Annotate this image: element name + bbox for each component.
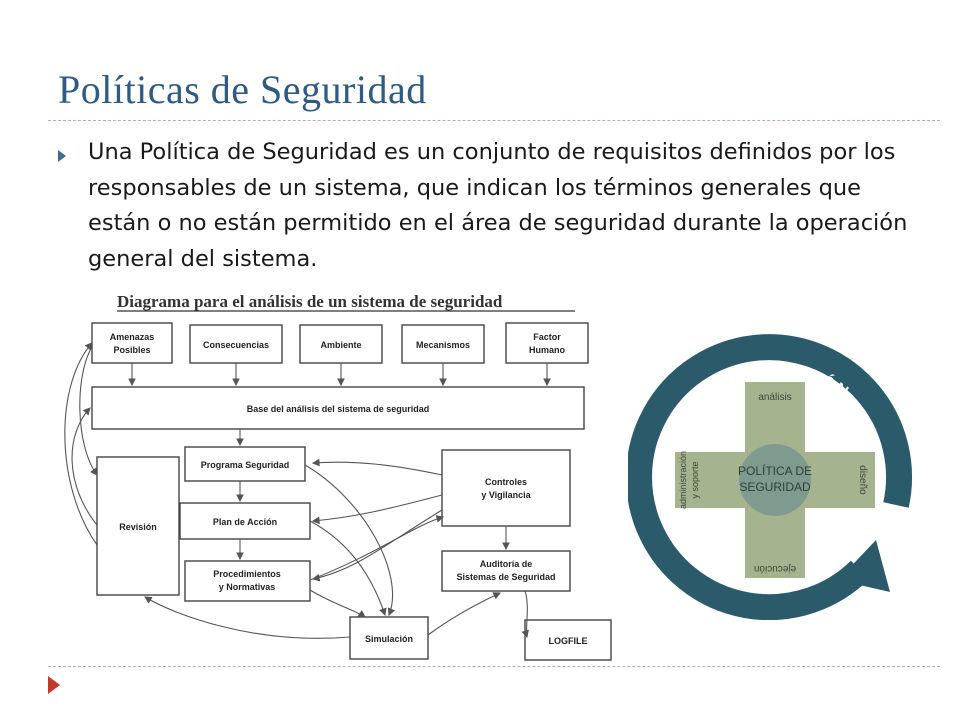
title-divider bbox=[48, 120, 940, 121]
svg-text:Mecanismos: Mecanismos bbox=[416, 340, 470, 350]
svg-text:Base del análisis del sistema: Base del análisis del sistema de segurid… bbox=[247, 404, 430, 414]
footer-divider bbox=[48, 666, 940, 667]
svg-text:Consecuencias: Consecuencias bbox=[203, 340, 269, 350]
box-factor-humano: Factor Humano bbox=[505, 322, 589, 364]
center-label-1: POLÍTICA DE bbox=[738, 463, 812, 478]
box-procedimientos: Procedimientos y Normativas bbox=[184, 560, 311, 602]
svg-text:Simulación: Simulación bbox=[365, 634, 413, 644]
svg-text:Humano: Humano bbox=[529, 345, 566, 355]
box-consecuencias: Consecuencias bbox=[189, 324, 283, 364]
footer-arrow-icon bbox=[48, 676, 60, 694]
svg-text:Controles: Controles bbox=[485, 477, 527, 487]
svg-text:y Vigilancia: y Vigilancia bbox=[481, 490, 531, 500]
bullet-triangle-icon bbox=[58, 150, 66, 162]
svg-text:Programa Seguridad: Programa Seguridad bbox=[201, 460, 290, 470]
box-simulacion: Simulación bbox=[349, 616, 429, 660]
svg-text:Posibles: Posibles bbox=[113, 345, 150, 355]
cross-right-label: diseño bbox=[857, 465, 868, 495]
svg-text:Ambiente: Ambiente bbox=[320, 340, 361, 350]
box-ambiente: Ambiente bbox=[299, 324, 383, 364]
cross-left-label-1: administración bbox=[678, 451, 688, 509]
svg-text:Auditoría de: Auditoría de bbox=[480, 559, 533, 569]
svg-text:Plan de Acción: Plan de Acción bbox=[213, 517, 277, 527]
box-mecanismos: Mecanismos bbox=[401, 324, 485, 364]
svg-text:Amenazas: Amenazas bbox=[110, 332, 155, 342]
box-programa-seguridad: Programa Seguridad bbox=[184, 446, 306, 482]
svg-text:LOGFILE: LOGFILE bbox=[549, 636, 588, 646]
svg-text:Revisión: Revisión bbox=[119, 522, 157, 532]
box-auditoria: Auditoría de Sistemas de Seguridad bbox=[441, 550, 571, 592]
box-plan-accion: Plan de Acción bbox=[179, 502, 311, 540]
cross-top-label: análisis bbox=[758, 392, 791, 403]
svg-text:Factor: Factor bbox=[533, 332, 561, 342]
cross-left-label-2: y soporte bbox=[690, 461, 700, 498]
box-base-analisis: Base del análisis del sistema de segurid… bbox=[91, 386, 585, 430]
box-revision: Revisión bbox=[96, 456, 180, 596]
svg-text:y Normativas: y Normativas bbox=[219, 582, 276, 592]
box-amenazas: Amenazas Posibles bbox=[91, 322, 173, 364]
svg-text:Procedimientos: Procedimientos bbox=[213, 569, 281, 579]
slide-title: Políticas de Seguridad bbox=[58, 67, 427, 112]
center-label-2: SEGURIDAD bbox=[739, 480, 811, 494]
security-analysis-diagram: Diagrama para el análisis de un sistema … bbox=[64, 292, 612, 661]
diagram-title: Diagrama para el análisis de un sistema … bbox=[117, 292, 503, 311]
box-controles: Controles y Vigilancia bbox=[441, 449, 571, 527]
svg-text:Sistemas de Seguridad: Sistemas de Seguridad bbox=[456, 572, 555, 582]
cross-bottom-label: ejecución bbox=[754, 563, 796, 574]
body-paragraph: Una Política de Seguridad es un conjunto… bbox=[88, 139, 908, 272]
education-policy-graphic: EDUCACIÓN POLÍTICA DE SEGURIDAD análisis… bbox=[628, 334, 913, 620]
box-logfile: LOGFILE bbox=[524, 619, 612, 661]
